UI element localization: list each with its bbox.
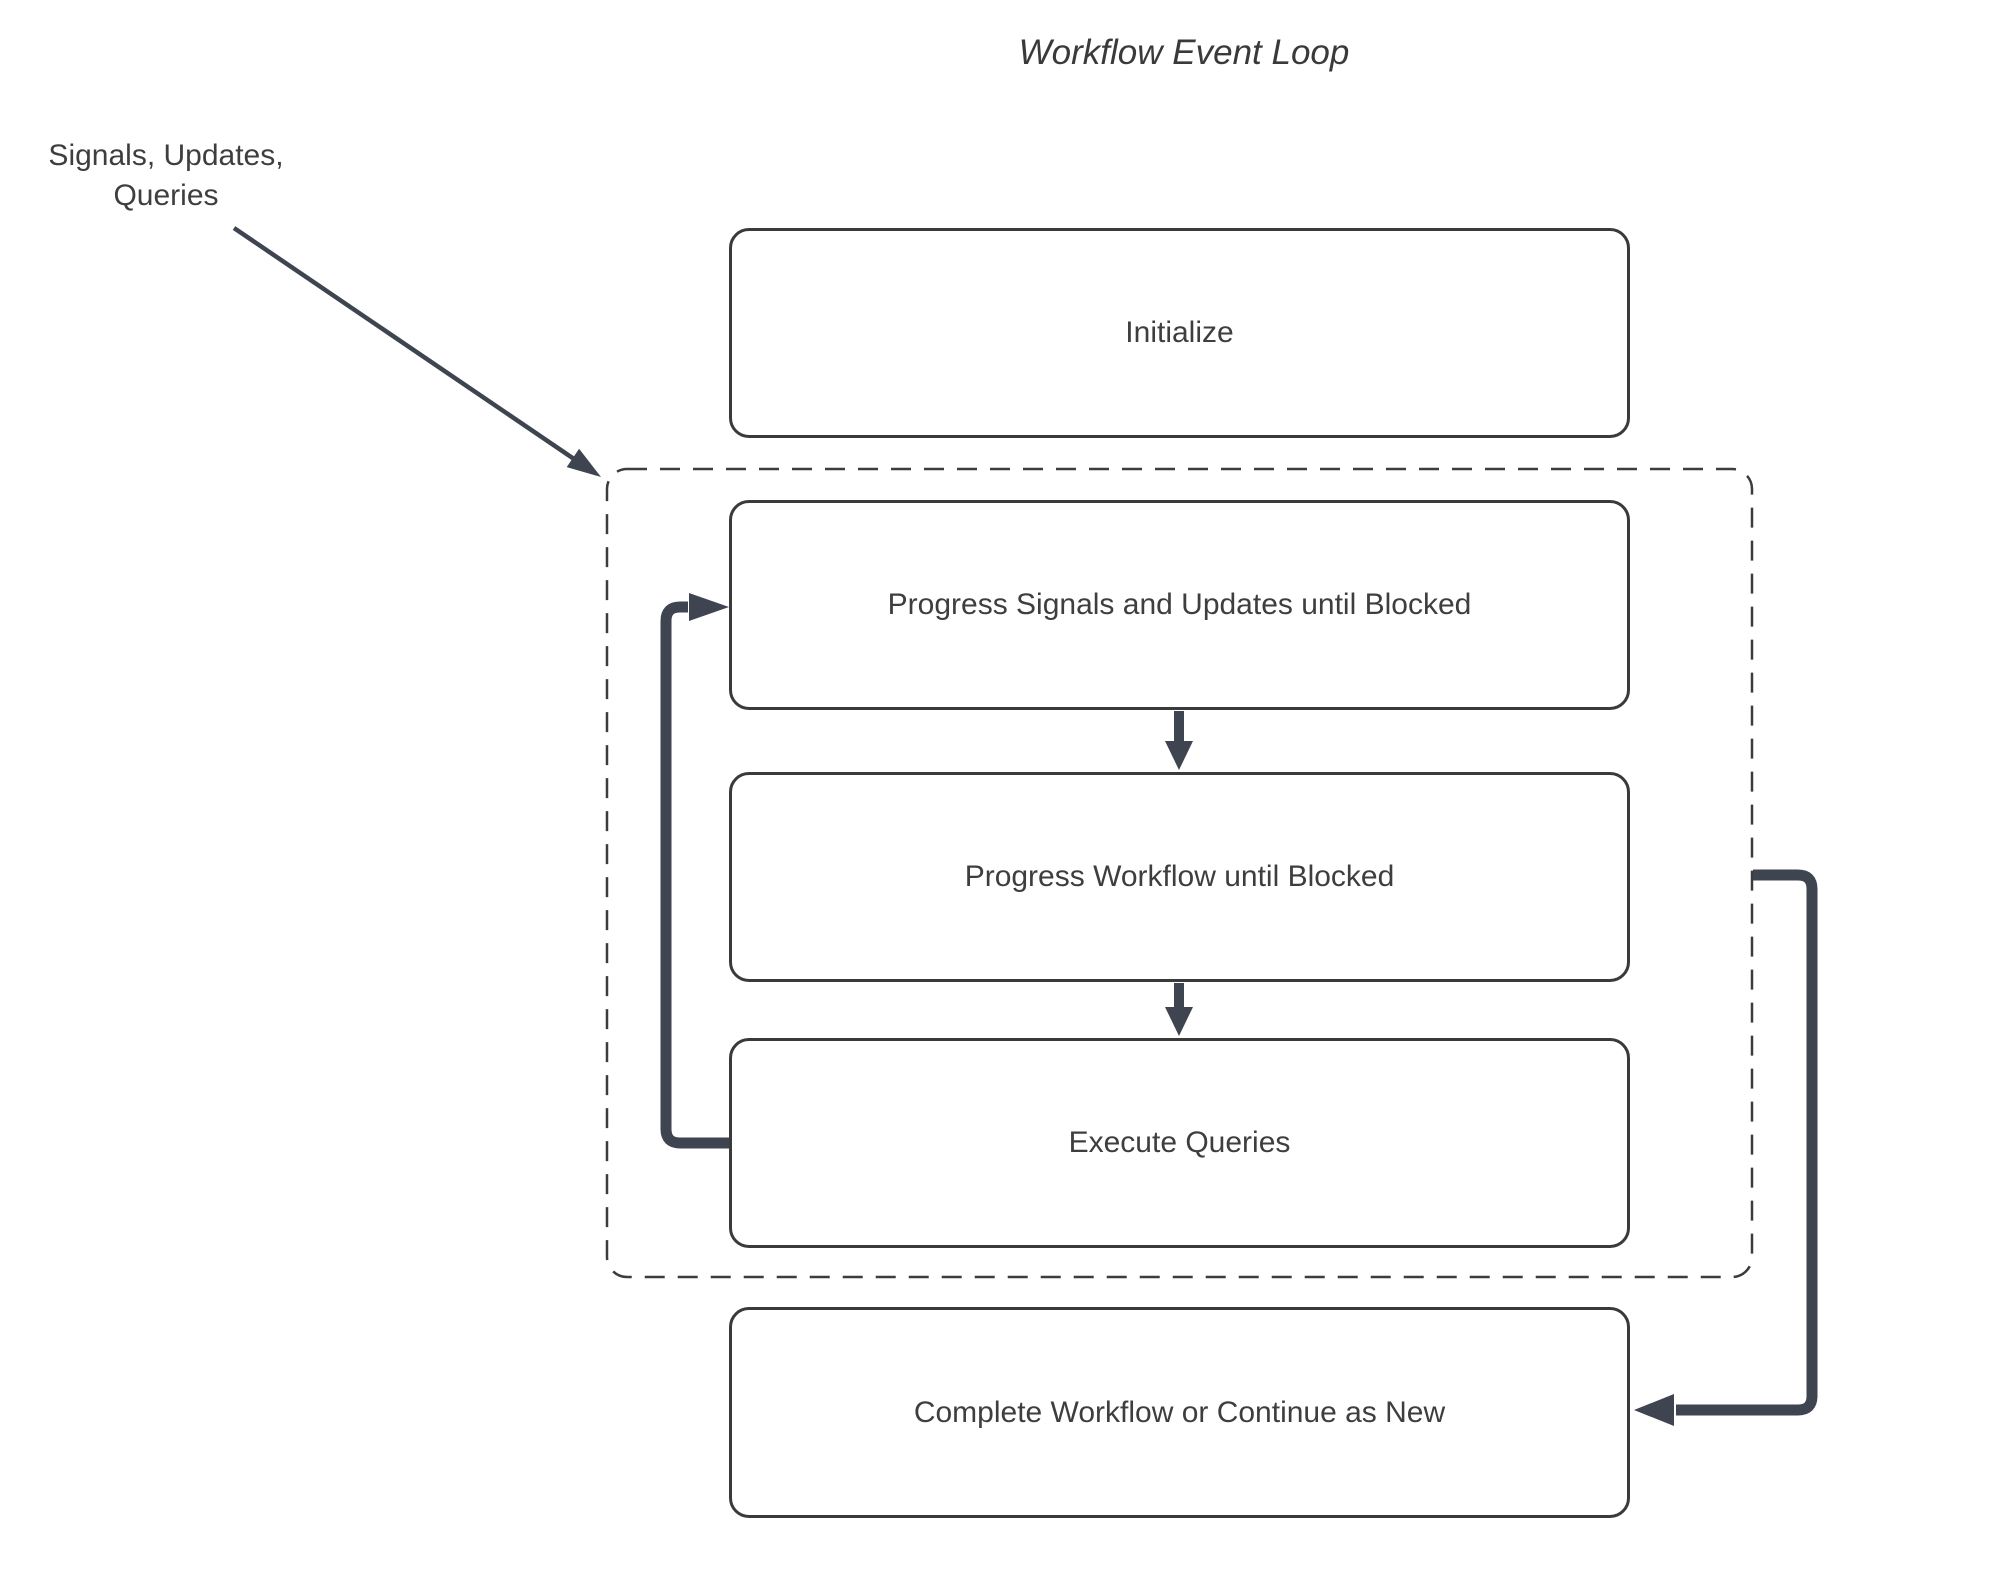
arrow-signals-to-workflow [1165, 711, 1193, 770]
node-complete-workflow: Complete Workflow or Continue as New [729, 1307, 1630, 1518]
node-initialize: Initialize [729, 228, 1630, 438]
node-execute-queries: Execute Queries [729, 1038, 1630, 1248]
node-progress-signals-updates-label: Progress Signals and Updates until Block… [887, 588, 1472, 621]
diagram-title: Workflow Event Loop [1018, 33, 1350, 72]
node-progress-workflow: Progress Workflow until Blocked [729, 772, 1630, 982]
loop-back-arrow [660, 593, 729, 1149]
exit-to-complete-arrow [1634, 869, 1818, 1426]
node-initialize-label: Initialize [1125, 316, 1234, 349]
node-progress-workflow-label: Progress Workflow until Blocked [964, 860, 1395, 893]
signals-input-arrow [232, 226, 601, 477]
node-progress-signals-updates: Progress Signals and Updates until Block… [729, 500, 1630, 710]
arrow-workflow-to-queries [1165, 983, 1193, 1036]
node-execute-queries-label: Execute Queries [1068, 1126, 1291, 1159]
signals-updates-queries-label: Signals, Updates, Queries [48, 139, 284, 212]
node-complete-workflow-label: Complete Workflow or Continue as New [913, 1395, 1446, 1429]
